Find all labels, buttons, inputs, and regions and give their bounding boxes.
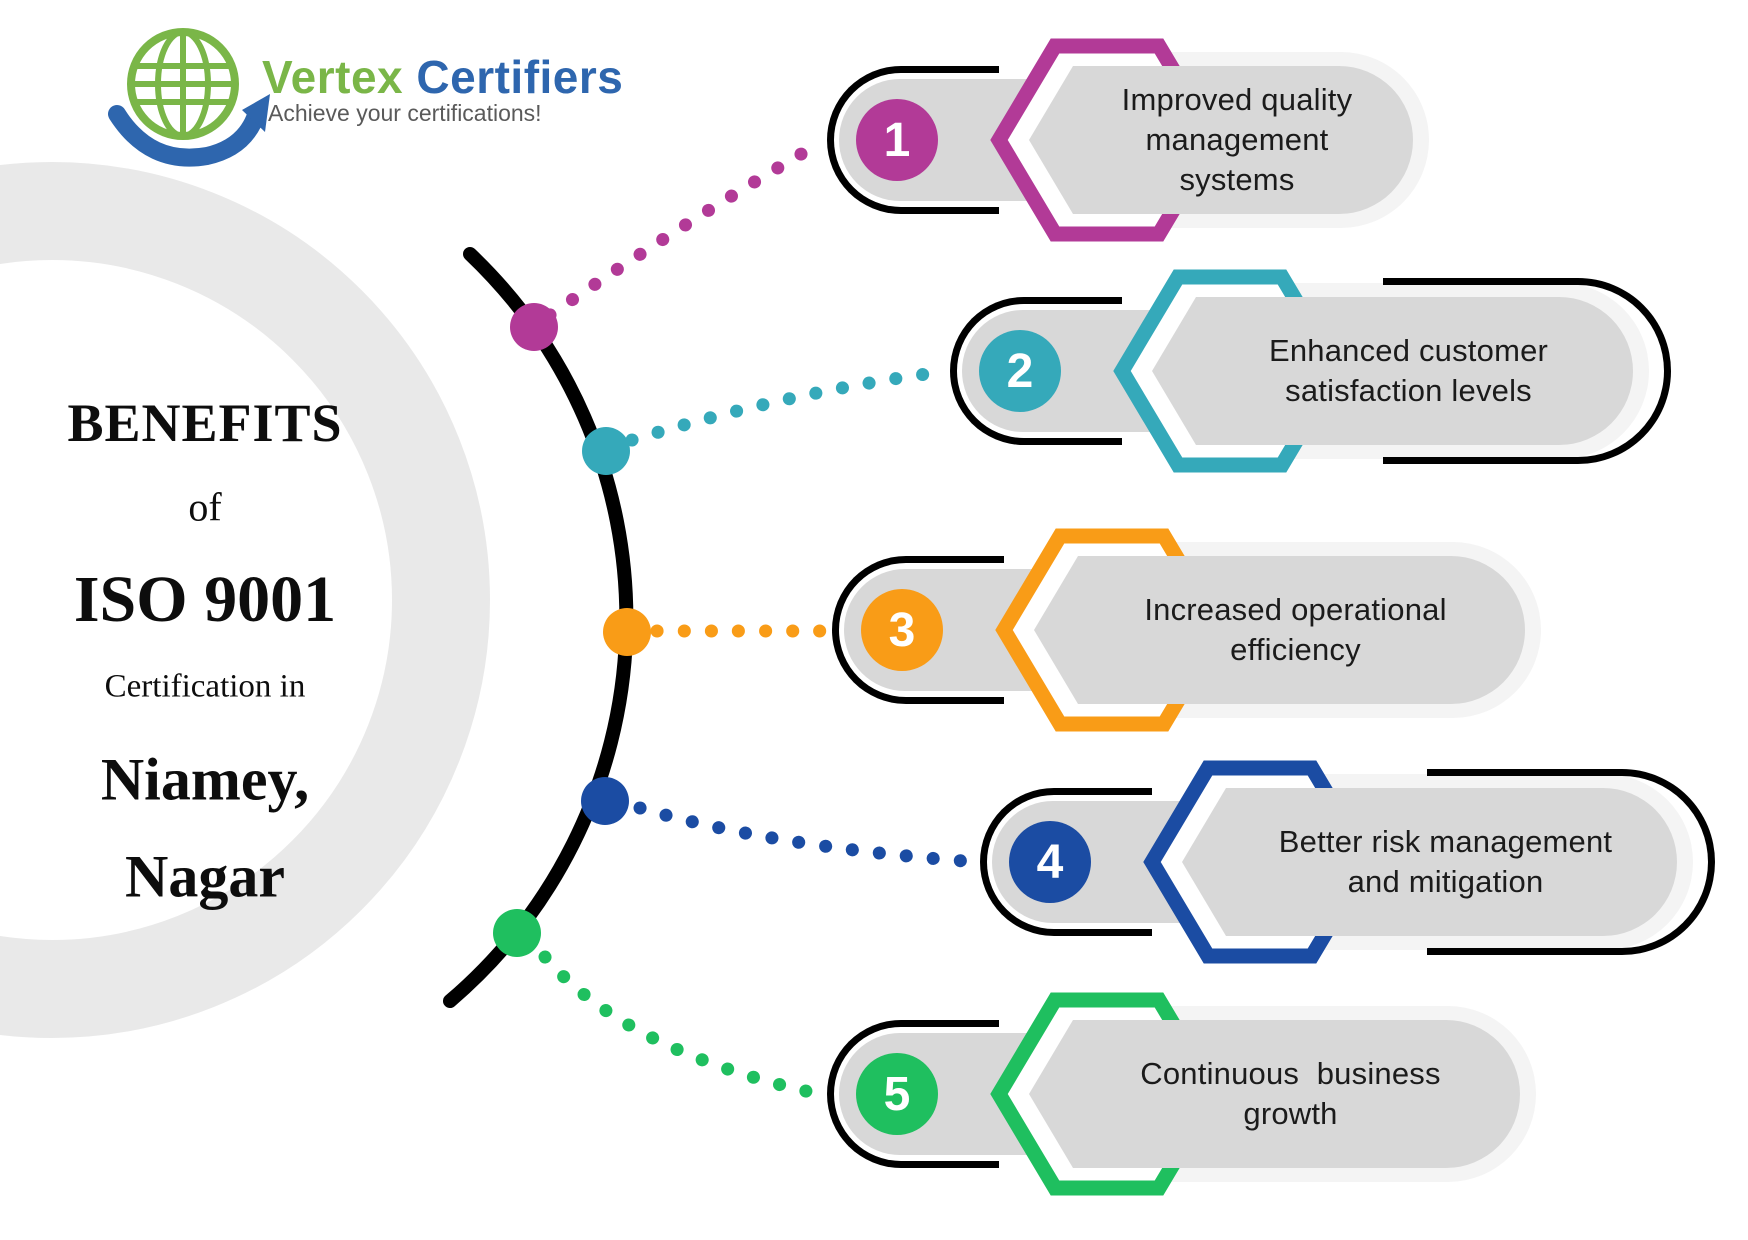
connector-dotted-line-2: [625, 365, 948, 447]
benefit-textbox-5: [1247, 1020, 1520, 1168]
timeline-dot-5: [493, 909, 541, 957]
timeline-dot-4: [581, 777, 629, 825]
brand-name: Vertex Certifiers: [262, 50, 623, 104]
benefit-label-line: and mitigation: [1347, 864, 1544, 899]
benefit-label-5: Continuous business growth: [1087, 1020, 1494, 1168]
benefit-right-outline-4: [1427, 769, 1715, 955]
benefit-left-outline-4: [980, 788, 1152, 936]
brand-name-secondary: Certifiers: [416, 51, 624, 103]
benefit-hexagon-5: [990, 992, 1251, 1196]
benefit-textbox-1: [1247, 66, 1413, 214]
title-line-2: of: [188, 484, 222, 530]
benefit-label-line: management: [1145, 122, 1329, 157]
benefit-hexagon-3: [995, 528, 1256, 732]
benefit-label-1: Improved quality management systems: [1087, 66, 1387, 214]
globe-arrow-icon: [108, 28, 270, 167]
benefit-label-line: Increased operational: [1144, 592, 1447, 627]
benefit-hexagon-2: [1113, 269, 1374, 473]
benefit-left-outline-2: [950, 297, 1122, 445]
benefit-right-outline-2: [1383, 278, 1671, 464]
benefit-number-1: 1: [856, 99, 938, 181]
benefit-label-line: Improved quality: [1121, 82, 1353, 117]
benefit-label-3: Increased operational efficiency: [1092, 556, 1499, 704]
benefit-label-line: Continuous business: [1140, 1056, 1441, 1091]
title-line-5: Niamey,: [100, 746, 310, 813]
benefit-label-line: efficiency: [1230, 632, 1361, 667]
benefit-hexagon-4: [1143, 760, 1404, 964]
benefit-textbox-2: [1370, 297, 1633, 445]
timeline-dot-2: [582, 427, 630, 475]
benefit-label-line: systems: [1179, 162, 1295, 197]
benefit-textbox-4: [1400, 788, 1677, 936]
benefit-left-outline-3: [832, 556, 1004, 704]
gray-ring: [0, 162, 490, 1038]
benefit-number-label-1: 1: [883, 113, 911, 167]
benefit-number-5: 5: [856, 1053, 938, 1135]
benefit-number-4: 4: [1009, 821, 1091, 903]
benefit-number-2: 2: [979, 330, 1061, 412]
benefit-number-label-2: 2: [1006, 344, 1034, 398]
benefit-number-label-3: 3: [888, 603, 916, 657]
benefit-label-line: growth: [1243, 1096, 1338, 1131]
timeline-dot-1: [510, 303, 558, 351]
brand-tagline: Achieve your certifications!: [268, 100, 542, 126]
benefit-number-label-4: 4: [1036, 835, 1064, 889]
connector-dotted-line-1: [543, 143, 815, 322]
benefit-hexagon-1: [990, 38, 1251, 242]
benefit-label-line: Better risk management: [1278, 824, 1613, 859]
benefit-number-label-5: 5: [883, 1067, 911, 1121]
title-line-3: ISO 9001: [73, 563, 337, 636]
benefit-label-line: Enhanced customer: [1268, 333, 1549, 368]
benefit-textbox-3: [1252, 556, 1525, 704]
connector-dotted-line-5: [538, 950, 817, 1099]
title-line-4: Certification in: [104, 668, 306, 705]
benefit-label-4: Better risk management and mitigation: [1240, 788, 1651, 936]
timeline-dots: [493, 303, 651, 957]
brand-name-primary: Vertex: [262, 51, 404, 103]
benefit-left-outline-5: [827, 1020, 999, 1168]
connector-dotted-line-4: [633, 801, 971, 868]
dotted-connectors: [538, 143, 971, 1099]
timeline-dot-3: [603, 608, 651, 656]
benefit-label-2: Enhanced customer satisfaction levels: [1210, 297, 1607, 445]
benefit-number-3: 3: [861, 589, 943, 671]
title-line-1: BENEFITS: [67, 393, 343, 453]
title-line-6: Nagar: [125, 843, 285, 910]
benefit-left-outline-1: [827, 66, 999, 214]
benefit-label-line: satisfaction levels: [1285, 373, 1532, 408]
